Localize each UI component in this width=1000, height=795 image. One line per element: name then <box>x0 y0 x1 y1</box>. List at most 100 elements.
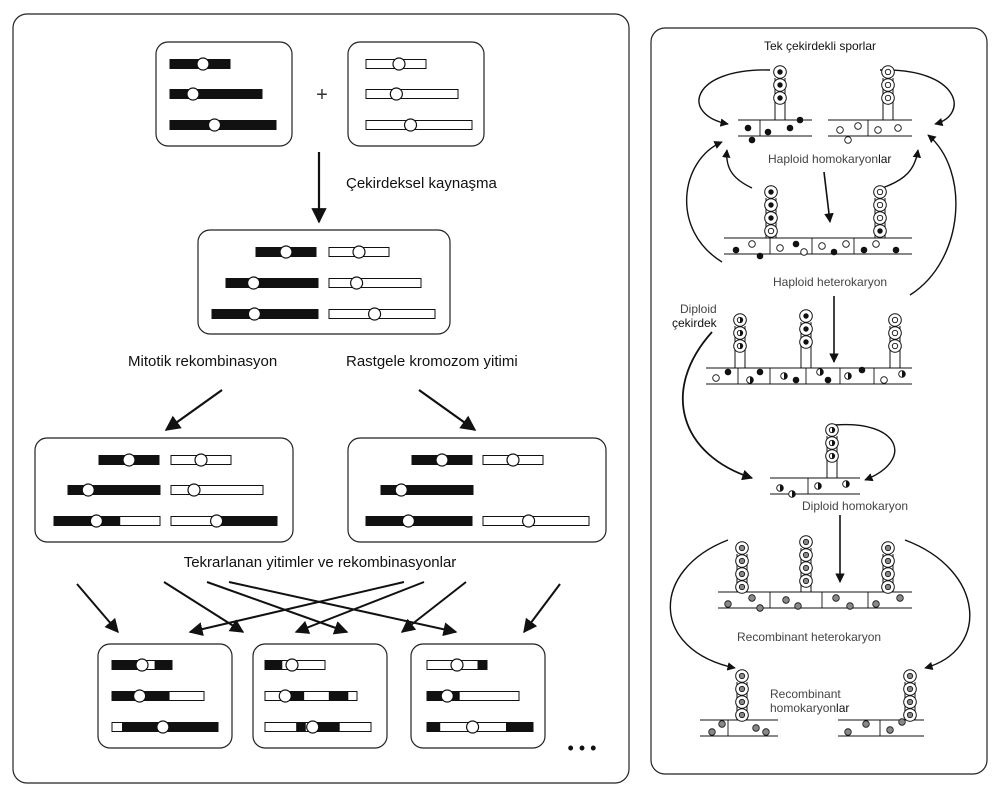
light-nucleus <box>876 214 884 222</box>
dark-nucleus <box>777 82 783 88</box>
chromosome <box>328 245 390 259</box>
diploid-nucleus-half <box>780 484 784 492</box>
dark-nucleus <box>777 95 783 101</box>
light-nucleus <box>854 122 862 130</box>
centromere <box>465 720 480 734</box>
diploid-nucleus-half <box>792 490 796 498</box>
dark-segment <box>169 89 263 99</box>
diploid-nucleus <box>788 490 796 498</box>
uninucleate-spores-title: Tek çekirdekli sporlar <box>764 39 876 53</box>
dark-nucleus <box>764 128 772 136</box>
chromosome <box>255 245 317 259</box>
chromosome <box>169 87 263 101</box>
centromere <box>401 514 415 528</box>
centromere <box>186 87 200 101</box>
centromere <box>194 453 208 467</box>
heterokaryon-with-diploid <box>706 309 912 385</box>
centromere <box>394 483 408 497</box>
recombinant-nucleus <box>802 577 810 585</box>
light-nucleus <box>800 248 808 256</box>
light-nucleus <box>874 126 882 134</box>
diploid-nucleus <box>736 342 744 350</box>
dark-segment <box>225 278 319 288</box>
diploid-nucleus <box>197 229 451 335</box>
dark-segment <box>264 660 283 670</box>
diploid-nucleus <box>842 480 850 488</box>
chromosome <box>411 453 473 467</box>
dark-nucleus <box>777 69 783 75</box>
light-nucleus <box>872 240 880 248</box>
recombinant-nucleus <box>756 604 764 612</box>
chromosome <box>170 514 278 528</box>
recombinant-nucleus <box>748 594 756 602</box>
haploid-homokaryons-label: Haploid homokaryonlar <box>768 152 891 166</box>
cycle-curves <box>669 69 971 671</box>
centromere <box>450 658 464 672</box>
light-segment <box>168 691 205 701</box>
dark-segment <box>506 722 534 732</box>
dark-nucleus <box>803 326 809 332</box>
recombinant-nucleus <box>738 698 746 706</box>
light-segment <box>365 89 459 99</box>
crossing-arrows <box>76 581 561 637</box>
centromere <box>122 453 136 467</box>
dark-segment <box>211 309 319 319</box>
dark-nucleus <box>768 189 774 195</box>
recombinant-nucleus <box>762 728 770 736</box>
recombinant-nucleus <box>872 600 880 608</box>
chromosome <box>111 658 173 672</box>
centromere <box>156 720 170 734</box>
parent-nucleus-dark <box>155 41 293 147</box>
diploid-nucleus-half <box>832 427 835 433</box>
centromere <box>392 57 406 71</box>
chromosome <box>98 453 160 467</box>
light-segment <box>347 691 358 701</box>
chromosome <box>170 483 264 497</box>
light-segment <box>365 120 473 130</box>
dark-nucleus <box>796 116 804 124</box>
dark-nucleus <box>756 368 764 376</box>
dark-nucleus <box>786 124 794 132</box>
light-segment <box>170 516 214 526</box>
diploid-nucleus <box>828 439 836 447</box>
centromere <box>135 658 149 672</box>
light-nucleus <box>876 188 884 196</box>
dark-segment <box>296 722 306 732</box>
chromosome <box>169 57 231 71</box>
dark-nucleus <box>803 313 809 319</box>
aneuploid-nucleus <box>347 437 607 543</box>
recombinant-nucleus <box>906 685 914 693</box>
diploid-nucleus-half <box>818 482 822 490</box>
light-segment <box>170 485 264 495</box>
recombinant-homokaryons <box>700 669 924 737</box>
recombinant-nucleus <box>802 538 810 546</box>
chromosome <box>426 689 520 703</box>
parent-nucleus-light <box>347 41 485 147</box>
chromosome <box>426 720 534 734</box>
light-nucleus <box>818 242 826 250</box>
diploid-nucleus-half <box>832 440 835 446</box>
recombinant-nucleus <box>802 564 810 572</box>
diploid-nucleus <box>746 376 754 384</box>
chromosome <box>225 276 319 290</box>
centromere <box>209 514 224 528</box>
chromosome <box>365 87 459 101</box>
chromosome <box>67 483 161 497</box>
dark-segment <box>53 516 121 526</box>
centromere <box>279 245 293 259</box>
recombinant-nucleus <box>738 557 746 565</box>
segregant-nucleus-1 <box>97 643 233 749</box>
centromere <box>247 307 261 321</box>
light-nucleus <box>767 227 775 235</box>
light-nucleus <box>891 342 899 350</box>
segregant-nucleus-3 <box>410 643 546 749</box>
progression-arrows <box>823 171 845 583</box>
diploid-nucleus <box>736 316 744 324</box>
light-segment <box>328 278 422 288</box>
dark-nucleus <box>858 366 866 374</box>
light-nucleus <box>880 376 888 384</box>
centromere <box>196 57 210 71</box>
fusion-label: Çekirdeksel kaynaşma <box>346 175 498 192</box>
repeated-events-label: Tekrarlanan yitimler ve rekombinasyonlar <box>184 554 457 571</box>
chromosome <box>426 658 488 672</box>
